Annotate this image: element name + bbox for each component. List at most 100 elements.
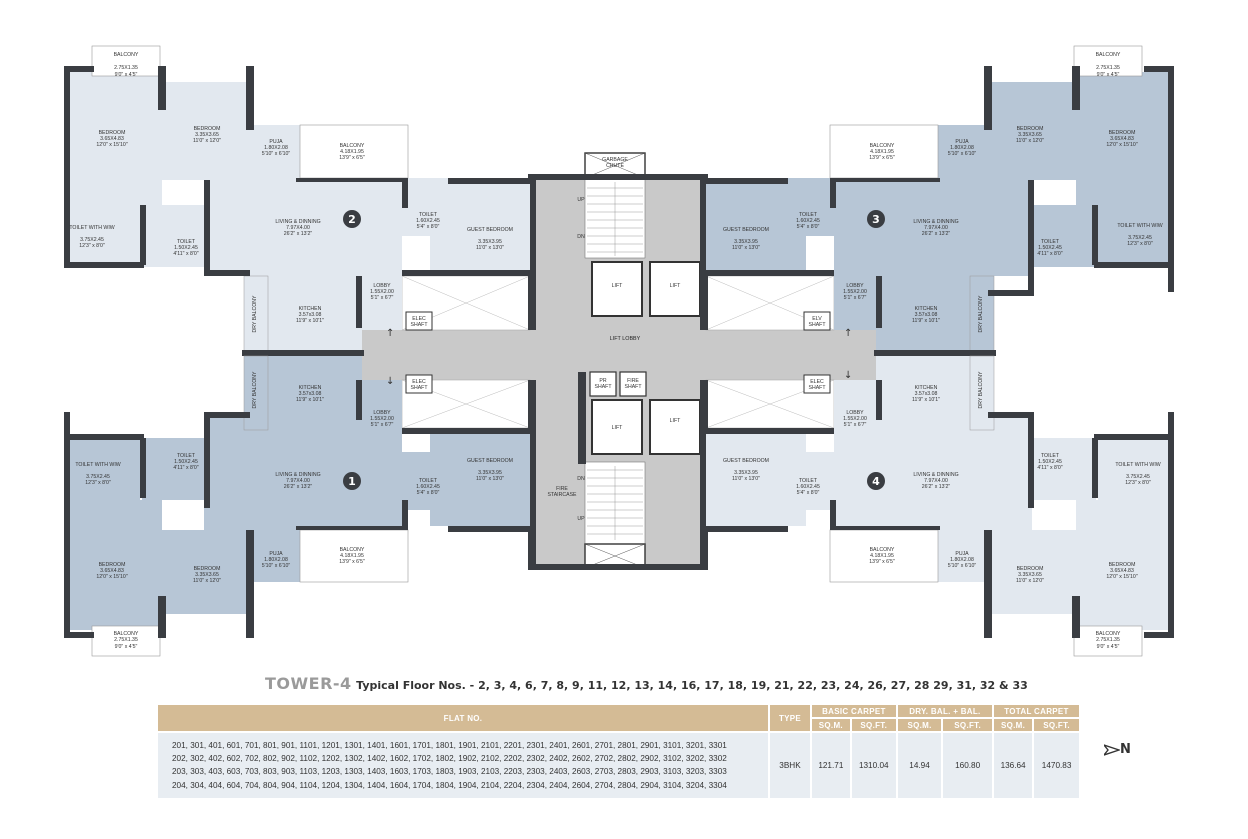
u3-kitchen-name: KITCHEN bbox=[915, 306, 938, 312]
u4-bed2-ft: 11'0" x 12'0" bbox=[1016, 578, 1044, 584]
elec-shaft-bl bbox=[405, 374, 433, 394]
u4-guest-name: GUEST BEDROOM bbox=[723, 458, 769, 464]
u4-master-ft: 12'0" x 15'10" bbox=[1106, 574, 1137, 580]
u3-toilet-ft: 5'4" x 8'0" bbox=[797, 224, 820, 230]
u2-master-ft: 12'0" x 15'10" bbox=[96, 142, 127, 148]
u4-toilet-m: 1.60X2.45 bbox=[796, 484, 820, 490]
u1-toilet-name: TOILET bbox=[419, 478, 438, 484]
u1-kitchen-name: KITCHEN bbox=[299, 385, 322, 391]
u2-toilet-ft: 5'4" x 8'0" bbox=[417, 224, 440, 230]
u4-balc2-name: BALCONY bbox=[1096, 631, 1121, 637]
header-dry-bal: DRY. BAL. + BAL. bbox=[897, 705, 992, 717]
u2-toiletw-m: 3.75X2.45 bbox=[80, 237, 104, 243]
u2-puja-ft: 5'10" x 6'10" bbox=[262, 151, 291, 157]
u3-guest-ft: 11'0" x 13'0" bbox=[732, 245, 760, 251]
unit-2-number: 2 bbox=[348, 213, 356, 226]
total-sqm-cell: 136.64 bbox=[993, 733, 1033, 798]
unit-3: 3 BALCONY 2.75X1.35 9'0" x 4'5" BEDROOM … bbox=[706, 45, 1174, 356]
u1-balcony-ft: 13'9" x 6'5" bbox=[339, 559, 365, 565]
elec-shaft-bl-l1: ELEC bbox=[412, 379, 426, 385]
u1-kitchen-m: 3.57x3.08 bbox=[299, 391, 322, 397]
total-sqft-cell: 1470.83 bbox=[1034, 733, 1079, 798]
u1-toilet-m: 1.60X2.45 bbox=[416, 484, 440, 490]
u3-guest-m: 3.35X3.95 bbox=[734, 239, 758, 245]
u1-balcony-m: 4.18X1.95 bbox=[340, 553, 364, 559]
u2-puja-m: 1.80X2.08 bbox=[264, 145, 288, 151]
u1-lobby-name: LOBBY bbox=[373, 410, 391, 416]
elec-shaft-tl bbox=[405, 311, 433, 331]
elec-shaft-br-l1: ELEC bbox=[810, 379, 824, 385]
u2-bed2-name: BEDROOM bbox=[194, 126, 221, 132]
u3-dry-name: DRY BALCONY bbox=[978, 295, 984, 333]
core: GARBAGE CHUTE UP DN LIFT LIFT ELEC SHAFT… bbox=[360, 152, 880, 570]
u2-toilet-m: 1.60X2.45 bbox=[416, 218, 440, 224]
u1-guest-m: 3.35X3.95 bbox=[478, 470, 502, 476]
flat-numbers-cell: 201, 301, 401, 601, 701, 801, 901, 1101,… bbox=[158, 733, 768, 798]
u2-lobby-ft: 5'1" x 6'7" bbox=[371, 295, 394, 301]
elec-shaft-tl-l2: SHAFT bbox=[410, 322, 428, 328]
u3-balcony-ft: 13'9" x 6'5" bbox=[869, 155, 895, 161]
u1-toiletw-m: 3.75X2.45 bbox=[86, 474, 110, 480]
u3-toiletw-name: TOILET WITH WIW bbox=[1117, 223, 1162, 229]
u3-puja-name: PUJA bbox=[955, 139, 969, 145]
u3-master-m: 3.65X4.83 bbox=[1110, 136, 1134, 142]
floor-numbers: Typical Floor Nos. - 2, 3, 4, 6, 7, 8, 9… bbox=[356, 679, 1028, 692]
dry-sqm-cell: 14.94 bbox=[897, 733, 942, 798]
entry-arrow-up-icon: ↑ bbox=[844, 328, 852, 339]
header-total-sqm: SQ.M. bbox=[993, 719, 1033, 731]
u1-bed2-ft: 11'0" x 12'0" bbox=[193, 578, 221, 584]
u2-guest-name: GUEST BEDROOM bbox=[467, 227, 513, 233]
u4-master-name: BEDROOM bbox=[1109, 562, 1136, 568]
u2-master-m: 3.65X4.83 bbox=[100, 136, 124, 142]
u4-balcony-m: 4.18X1.95 bbox=[870, 553, 894, 559]
u1-living-m: 7.97X4.00 bbox=[286, 478, 310, 484]
fire-shaft bbox=[619, 371, 647, 397]
u4-lobby-ft: 5'1" x 6'7" bbox=[844, 422, 867, 428]
lift-1-label: LIFT bbox=[612, 283, 623, 289]
u1-guest-name: GUEST BEDROOM bbox=[467, 458, 513, 464]
entry-arrow-down-icon: ↓ bbox=[844, 370, 852, 381]
entry-arrows: ↑ ↓ ↑ ↓ bbox=[386, 328, 852, 387]
unit-4-badge bbox=[867, 472, 885, 490]
tower-name: TOWER-4 bbox=[265, 674, 352, 693]
u4-kitchen-ft: 11'9" x 10'1" bbox=[912, 397, 940, 403]
u1-toiletw-ft: 12'3" x 8'0" bbox=[85, 480, 111, 486]
u4-lobby-m: 1.55X2.00 bbox=[843, 416, 867, 422]
u3-lobby-m: 1.55X2.00 bbox=[843, 289, 867, 295]
lift-2-label: LIFT bbox=[670, 283, 681, 289]
elec-shaft-tl-l1: ELEC bbox=[412, 316, 426, 322]
u4-balcony-name: BALCONY bbox=[870, 547, 895, 553]
header-total-sqft: SQ.FT. bbox=[1034, 719, 1079, 731]
u3-lobby-ft: 5'1" x 6'7" bbox=[844, 295, 867, 301]
u3-bed2-ft: 11'0" x 12'0" bbox=[1016, 138, 1044, 144]
flat-row: 201, 301, 401, 601, 701, 801, 901, 1101,… bbox=[172, 741, 727, 750]
entry-arrow-up-icon: ↑ bbox=[386, 328, 394, 339]
u1-living-name: LIVING & DINNING bbox=[275, 472, 320, 478]
u3-puja-ft: 5'10" x 6'10" bbox=[948, 151, 977, 157]
lift-2 bbox=[649, 261, 701, 317]
u1-toiletw-name: TOILET WITH WIW bbox=[75, 462, 120, 468]
pr-shaft bbox=[589, 371, 617, 397]
u1-dry-name: DRY BALCONY bbox=[252, 371, 258, 409]
u1-kitchen-ft: 11'9" x 10'1" bbox=[296, 397, 324, 403]
north-arrow-icon bbox=[1104, 743, 1120, 756]
u4-toilet2-ft: 4'11" x 8'0" bbox=[1037, 465, 1062, 471]
u2-toilet2-ft: 4'11" x 8'0" bbox=[173, 251, 198, 257]
pr-shaft-l1: PR bbox=[599, 378, 606, 384]
u3-toilet2-ft: 4'11" x 8'0" bbox=[1037, 251, 1062, 257]
u2-toilet2-m: 1.50X2.45 bbox=[174, 245, 198, 251]
u4-balc2-m: 2.75X1.35 bbox=[1096, 637, 1120, 643]
u1-lobby-m: 1.55X2.00 bbox=[370, 416, 394, 422]
elec-shaft-bl-l2: SHAFT bbox=[410, 385, 428, 391]
north-label: N bbox=[1120, 742, 1131, 757]
u3-balcony-m: 4.18X1.95 bbox=[870, 149, 894, 155]
u3-balc2-m: 2.75X1.35 bbox=[1096, 65, 1120, 71]
u3-master-ft: 12'0" x 15'10" bbox=[1106, 142, 1137, 148]
lift-1 bbox=[591, 261, 643, 317]
u4-guest-ft: 11'0" x 13'0" bbox=[732, 476, 760, 482]
lift-4-label: LIFT bbox=[670, 418, 681, 424]
elv-shaft-tr-l2: SHAFT bbox=[808, 322, 826, 328]
u2-dry-name: DRY BALCONY bbox=[252, 295, 258, 333]
unit-2-badge bbox=[343, 210, 361, 228]
u4-balcony-ft: 13'9" x 6'5" bbox=[869, 559, 895, 565]
